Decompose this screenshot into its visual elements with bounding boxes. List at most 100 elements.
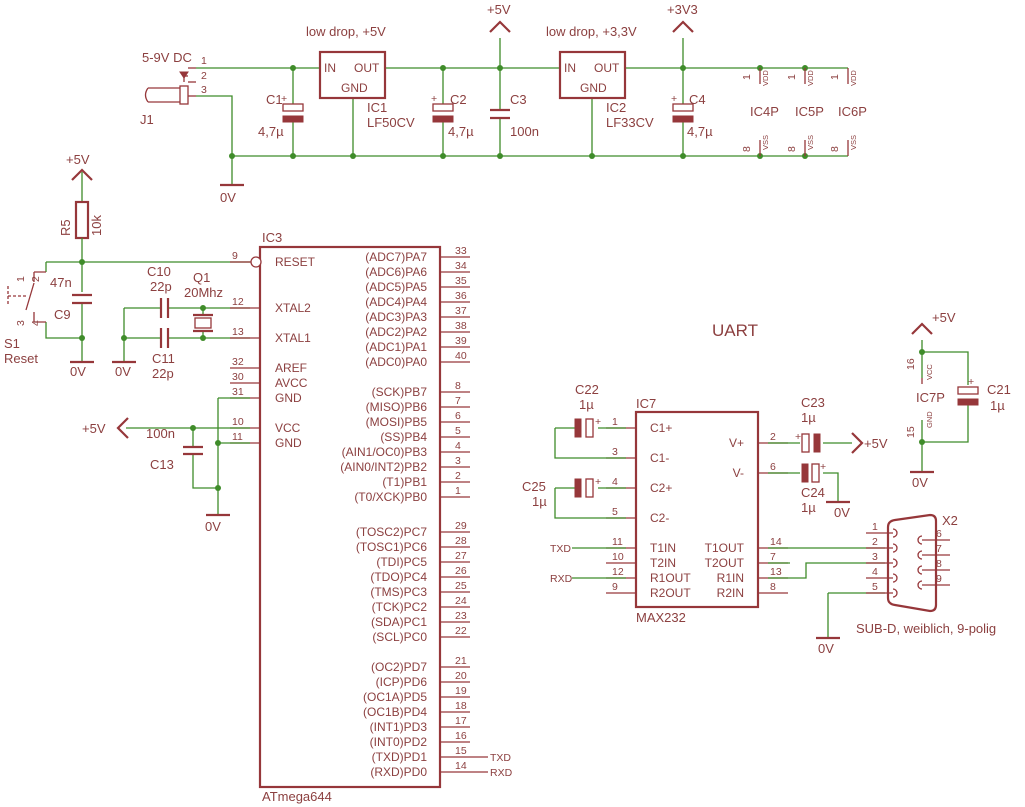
capacitor-c2: + C2 4,7µ: [431, 92, 474, 139]
svg-text:C23: C23: [801, 395, 825, 410]
svg-text:2: 2: [30, 276, 42, 282]
regulator-ic2: IN OUT GND low drop, +3,3V IC2 LF33CV: [546, 24, 654, 130]
svg-text:1: 1: [741, 74, 753, 80]
svg-text:8: 8: [829, 146, 841, 152]
supply-3v3-top: +3V3: [667, 2, 698, 33]
capacitor-c3: C3 100n: [490, 92, 539, 139]
mcu-pin-23: 23(SDA)PC1: [371, 610, 470, 629]
x2-gnd-label: 0V: [818, 641, 834, 656]
svg-text:IC1: IC1: [367, 100, 387, 115]
mcu-pin-label: (INT1)PD3: [370, 720, 428, 734]
regulator-ic1: IN OUT GND low drop, +5V IC1 LF50CV: [306, 24, 415, 130]
mcu-pin-22: 22(SCL)PC0: [372, 625, 470, 644]
svg-text:3: 3: [15, 320, 27, 326]
max232-pin-label: T1OUT: [705, 541, 745, 555]
x2-pin-8: 8: [917, 558, 950, 575]
mcu-pin-label: RESET: [275, 255, 316, 269]
max232-pin-number: 9: [612, 581, 618, 593]
x2-pin-number: 6: [936, 528, 942, 540]
crystal-q1: [194, 317, 212, 329]
svg-text:IN: IN: [324, 61, 336, 75]
mcu-pin-number: 27: [455, 550, 467, 562]
mcu-pin-number: 1: [455, 485, 461, 497]
j1-pin3: 3: [201, 84, 207, 96]
max232-name: IC7: [636, 396, 656, 411]
svg-text:OUT: OUT: [354, 61, 380, 75]
c9-label: C9: [54, 307, 71, 322]
mcu-body: [258, 245, 442, 789]
uart-rxd-label: RXD: [550, 573, 573, 585]
svg-text:GND: GND: [341, 81, 368, 95]
mcu-txd-label: TXD: [490, 752, 511, 764]
svg-text:C1: C1: [266, 92, 283, 107]
x2-pin-6: 6: [917, 528, 950, 545]
svg-text:C4: C4: [689, 92, 706, 107]
max232-pin-number: 13: [770, 566, 782, 578]
mcu-pin-label: (TOSC2)PC7: [356, 525, 427, 539]
mcu-pin-26: 26(TDO)PC4: [370, 565, 470, 584]
reg2-title: low drop, +3,3V: [546, 24, 637, 39]
svg-text:S1: S1: [4, 336, 20, 351]
svg-text:+: +: [431, 93, 437, 105]
mcu-pin-number: 13: [232, 326, 244, 338]
mcu-pin-label: (ADC2)PA2: [365, 325, 427, 339]
reset-section: +5V R5 10k 47n C9 2 1 4 3 S1 Reset 0V: [4, 152, 250, 379]
x2-pin-number: 9: [936, 573, 942, 585]
svg-text:IC6P: IC6P: [838, 104, 867, 119]
mcu-pin-2: 2(T1)PB1: [382, 470, 470, 489]
svg-text:1: 1: [829, 74, 841, 80]
c13-value: 100n: [146, 426, 175, 441]
max232-pin-number: 2: [770, 431, 776, 443]
svg-text:+: +: [281, 93, 287, 105]
mcu-pin-number: 3: [455, 455, 461, 467]
max232-pin-number: 4: [612, 476, 618, 488]
uart-5v-label: +5V: [864, 436, 888, 451]
x2-label: X2: [942, 513, 958, 528]
mcu-pin-label: (ADC3)PA3: [365, 310, 427, 324]
capacitor-c1: + C1 4,7µ: [258, 92, 304, 139]
max232-pin-label: T1IN: [650, 541, 676, 555]
svg-text:1µ: 1µ: [801, 500, 816, 515]
mcu-pin-28: 28(TOSC1)PC6: [356, 535, 470, 554]
svg-text:+: +: [595, 476, 601, 488]
mcu-pin-label: (ADC1)PA1: [365, 340, 427, 354]
mcu-pin-5: 5(SS)PB4: [380, 425, 470, 444]
mcu-part: ATmega644: [262, 789, 332, 804]
mcu-pin-number: 29: [455, 520, 467, 532]
mcu-pin-18: 18(OC1B)PD4: [363, 700, 470, 719]
x2-pin-number: 7: [936, 543, 942, 555]
svg-text:4,7µ: 4,7µ: [687, 124, 713, 139]
mcu-pin-label: VCC: [275, 421, 301, 435]
max232-pin-label: V+: [729, 436, 744, 450]
x2-pin-5: 5: [866, 581, 898, 598]
mcu-pin-number: 22: [455, 625, 467, 637]
mcu-pin-number: 5: [455, 425, 461, 437]
mcu-pin-number: 39: [455, 335, 467, 347]
svg-text:100n: 100n: [510, 124, 539, 139]
mcu-pin-number: 33: [455, 245, 467, 257]
svg-text:VDD: VDD: [849, 70, 858, 86]
mcu-pin-label: GND: [275, 436, 302, 450]
mcu-pin-25: 25(TMS)PC3: [370, 580, 470, 599]
svg-text:C22: C22: [575, 382, 599, 397]
mcu-pin-19: 19(OC1A)PD5: [363, 685, 470, 704]
svg-text:IC4P: IC4P: [750, 104, 779, 119]
x2-pin-number: 5: [872, 581, 878, 593]
mcu-pin-4: 4(AIN1/OC0)PB3: [342, 440, 470, 459]
max232-pin-number: 8: [770, 581, 776, 593]
max232-pin-label: R1OUT: [650, 571, 691, 585]
capacitor-c4: + C4 4,7µ: [671, 92, 713, 139]
mcu-pin-number: 34: [455, 260, 467, 272]
j1-pin1: 1: [201, 55, 207, 67]
mcu-pin-number: 10: [232, 416, 244, 428]
max232-pin-number: 14: [770, 536, 782, 548]
mcu-pin-number: 24: [455, 595, 467, 607]
svg-text:C11: C11: [152, 351, 175, 366]
